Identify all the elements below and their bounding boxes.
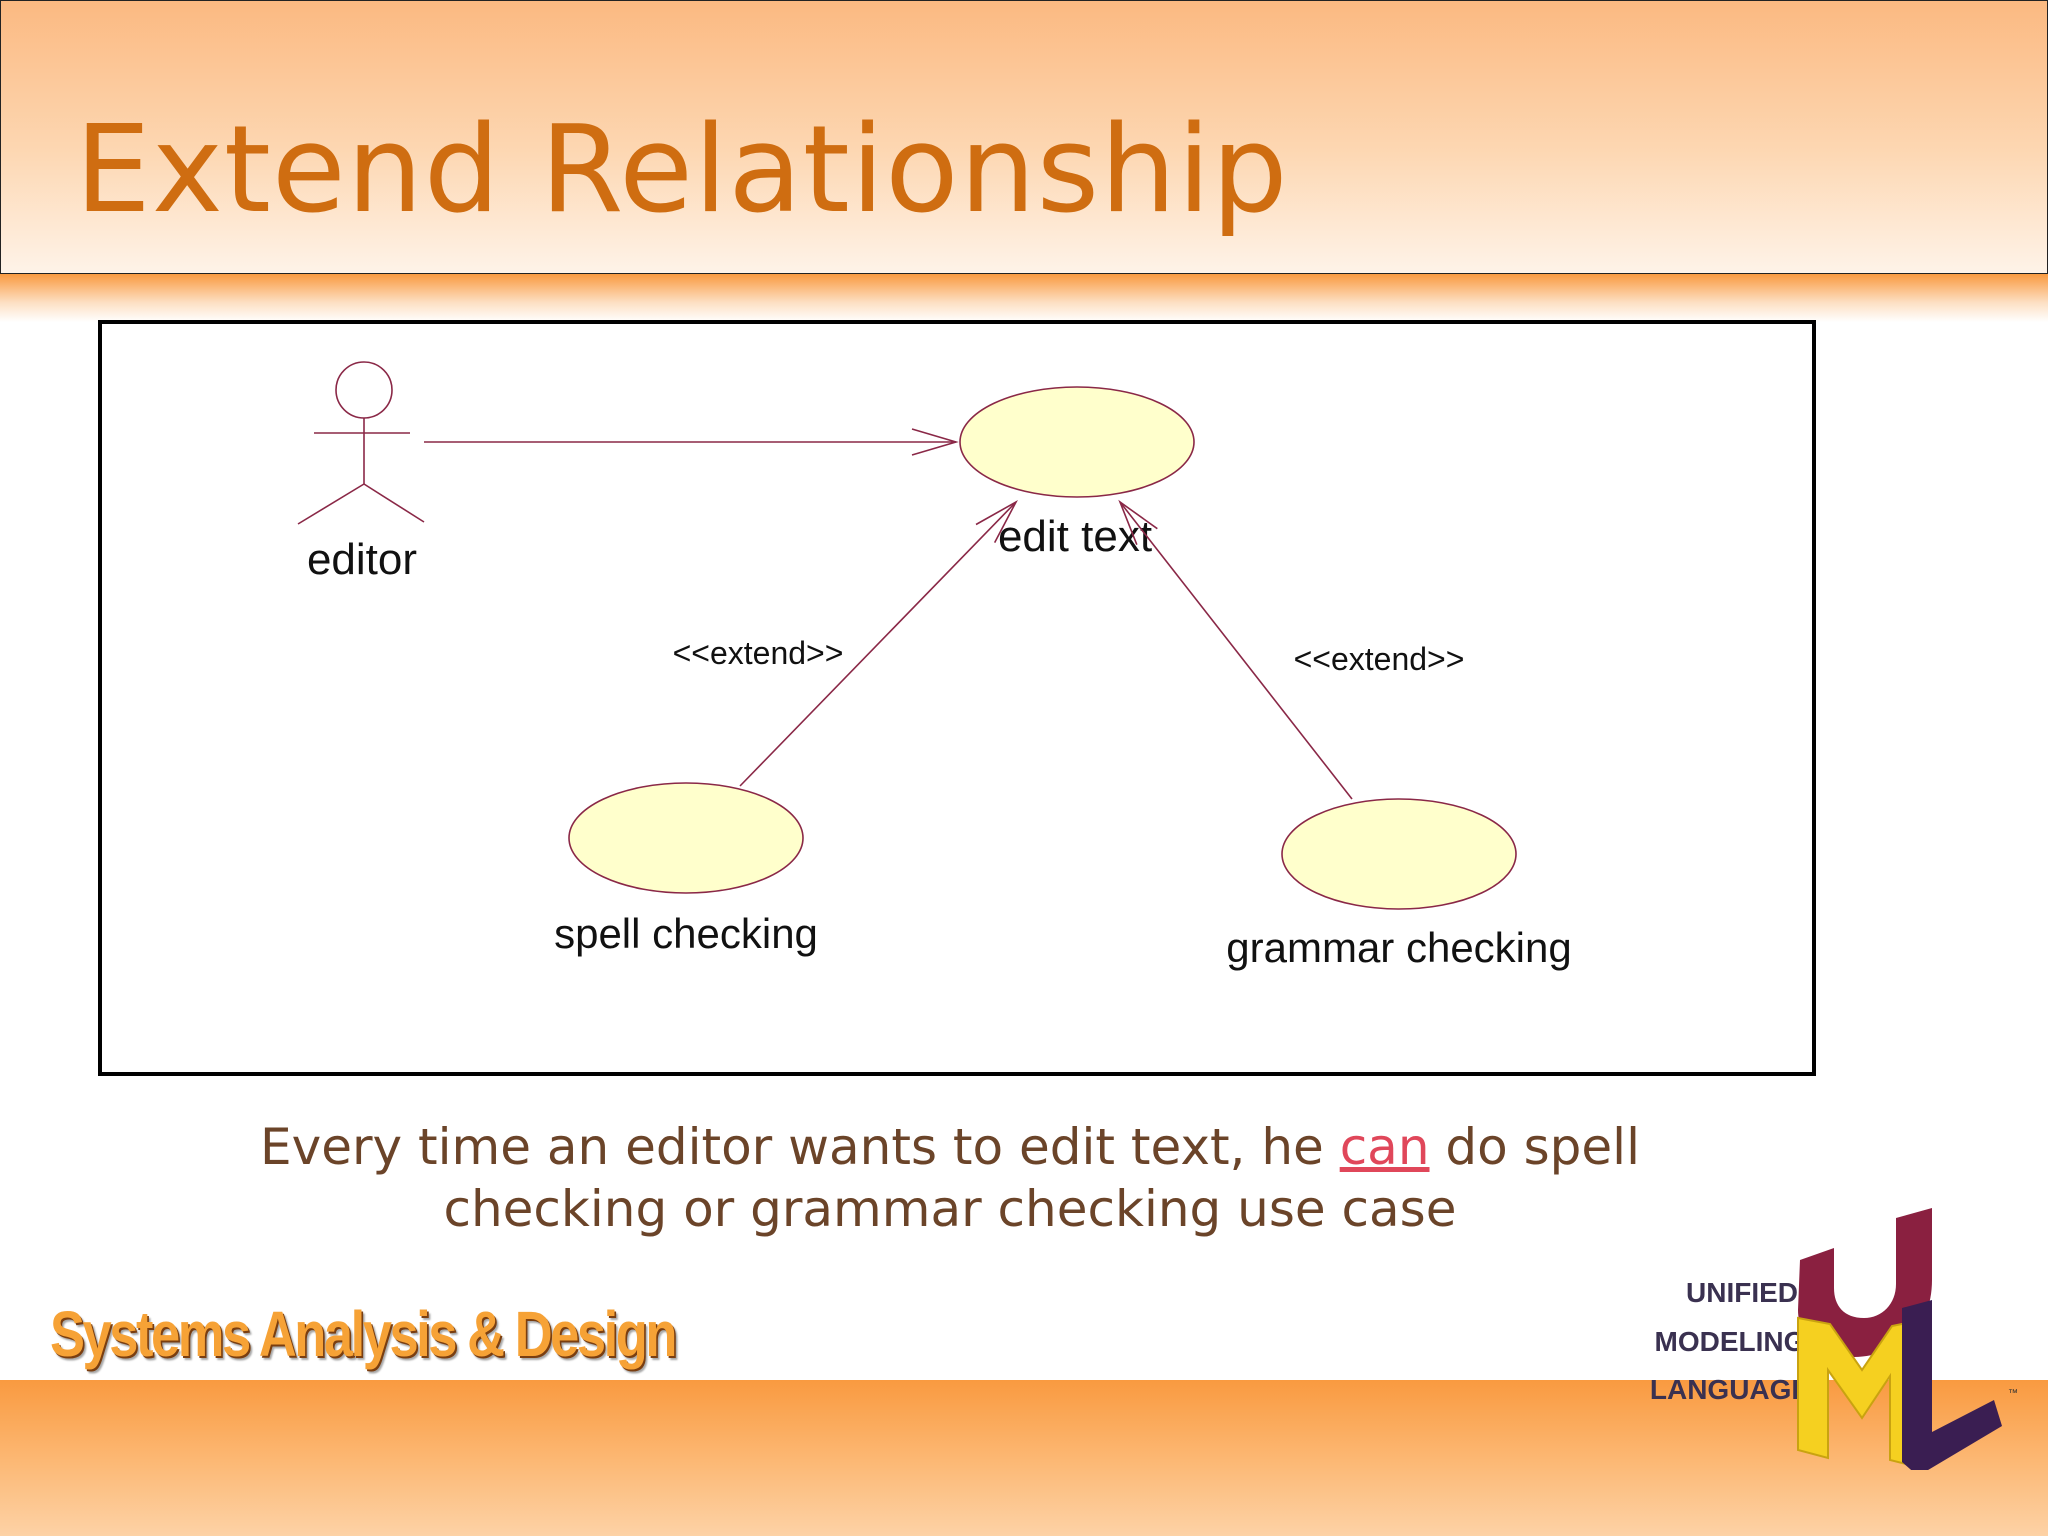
slide-caption: Every time an editor wants to edit text,… [150, 1116, 1750, 1240]
use-case-edit-text [959, 386, 1195, 498]
uml-logo-u-shape [1798, 1208, 1932, 1357]
use-case-spell-checking-label: spell checking [554, 910, 818, 957]
use-case-grammar-checking [1281, 798, 1517, 910]
diagram-canvas: editor edit text <<extend>> <<extend>> s… [297, 361, 1572, 971]
slide-title: Extend Relationship [75, 101, 1289, 240]
footer-band [0, 1380, 2048, 1536]
uml-logo-line-2: MODELING [1655, 1326, 1806, 1357]
extend-arrow-spell [739, 499, 1018, 787]
course-name: Systems Analysis & Design [50, 1298, 677, 1370]
use-case-diagram: editor edit text <<extend>> <<extend>> s… [98, 320, 1816, 1076]
extend-arrow-grammar [1118, 499, 1353, 800]
header-fade [0, 274, 2048, 322]
uml-logo-m-shape [1797, 1316, 1923, 1470]
slide-header: Extend Relationship [0, 0, 2048, 275]
extend-stereotype-left: <<extend>> [673, 635, 844, 671]
actor-head [335, 361, 393, 419]
extend-stereotype-right: <<extend>> [1294, 641, 1465, 677]
caption-text-start: Every time an editor wants to edit text,… [260, 1118, 1340, 1176]
uml-logo-l-shape [1902, 1300, 2002, 1470]
use-case-spell-checking [568, 782, 804, 894]
actor-label: editor [307, 535, 417, 584]
caption-text-end: do spell checking or grammar checking us… [443, 1118, 1640, 1238]
uml-logo: UNIFIED MODELING LANGUAGE ™ [1650, 1208, 2018, 1470]
uml-logo-line-3: LANGUAGE [1650, 1374, 1810, 1405]
actor-stick-figure [297, 361, 425, 525]
uml-logo-trademark: ™ [2008, 1388, 2018, 1399]
actor-right-leg [363, 483, 425, 523]
caption-emphasis: can [1339, 1118, 1430, 1176]
use-case-grammar-checking-label: grammar checking [1226, 924, 1571, 971]
use-case-edit-text-label: edit text [998, 512, 1152, 561]
actor-left-leg [297, 483, 365, 525]
uml-logo-line-1: UNIFIED [1686, 1277, 1798, 1308]
